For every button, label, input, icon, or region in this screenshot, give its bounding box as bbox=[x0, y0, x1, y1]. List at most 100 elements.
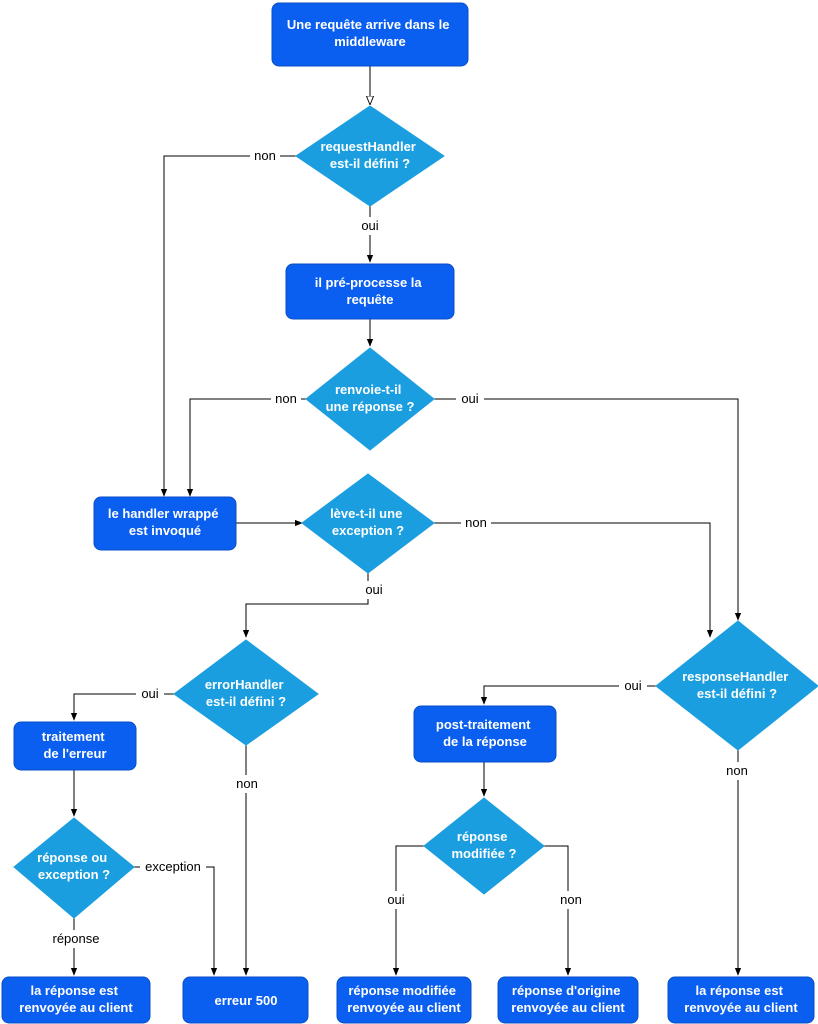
svg-text:Une requête arrive dans le: Une requête arrive dans le middleware bbox=[287, 17, 453, 49]
edge-label-text: non bbox=[254, 148, 276, 163]
svg-text:réponse modifiée renvo: réponse modifiée renvoyée au client bbox=[347, 983, 461, 1015]
node-line: la réponse est bbox=[695, 983, 783, 998]
edge-label-text: non bbox=[236, 776, 258, 791]
node-line: erreur 500 bbox=[215, 993, 278, 1008]
node-line: lève-t-il une bbox=[330, 506, 402, 521]
node-line: traitement bbox=[42, 729, 106, 744]
svg-text:réponse modifiée ?: réponse modifiée ? bbox=[451, 829, 516, 861]
node-line: réponse modifiée bbox=[348, 983, 456, 998]
edge-label-text: oui bbox=[365, 582, 382, 597]
node-line: requestHandler bbox=[321, 139, 416, 154]
edge-label-response-handler-no: non bbox=[722, 762, 752, 780]
edge-label-returns-response-yes: oui bbox=[456, 390, 484, 408]
edge-label-response-or-exception-exception: exception bbox=[140, 858, 206, 876]
node-line: une réponse ? bbox=[326, 399, 415, 414]
svg-text:le handler wrappé est: le handler wrappé est invoqué bbox=[108, 506, 222, 538]
edge-label-returns-response-no: non bbox=[271, 390, 301, 408]
node-line: de l'erreur bbox=[43, 746, 106, 761]
node-post-processing: post-traitement de la réponse bbox=[413, 705, 557, 763]
node-line: renvoyée au client bbox=[511, 1000, 625, 1015]
edge-label-text: oui bbox=[461, 391, 478, 406]
node-line: renvoyée au client bbox=[347, 1000, 461, 1015]
decision-raises-exception: lève-t-il une exception ? bbox=[301, 473, 435, 574]
decision-error-handler: errorHandler est-il défini ? bbox=[173, 639, 319, 746]
node-line: le handler wrappé bbox=[108, 506, 219, 521]
edge-label-text: non bbox=[726, 763, 748, 778]
edge-raises-exception-yes bbox=[242, 573, 369, 638]
svg-text:renvoie-t-il une répon: renvoie-t-il une réponse ? bbox=[326, 382, 415, 414]
edge-label-text: oui bbox=[624, 678, 641, 693]
decision-response-handler: responseHandler est-il défini ? bbox=[655, 620, 818, 751]
decision-response-or-exception: réponse ou exception ? bbox=[13, 817, 135, 919]
edge-label-response-modified-no: non bbox=[556, 891, 586, 909]
decision-request-handler: requestHandler est-il défini ? bbox=[295, 105, 445, 207]
node-error-processing: traitement de l'erreur bbox=[13, 721, 137, 771]
node-line: réponse d'origine bbox=[512, 983, 621, 998]
svg-text:il pré-processe la req: il pré-processe la requête bbox=[315, 275, 426, 307]
node-end-response-sent-2: la réponse est renvoyée au client bbox=[667, 976, 815, 1024]
node-line: renvoyée au client bbox=[19, 1000, 133, 1015]
node-line: est-il défini ? bbox=[206, 694, 286, 709]
node-line: la réponse est bbox=[30, 983, 118, 998]
node-wrapped-handler: le handler wrappé est invoqué bbox=[93, 496, 237, 551]
svg-text:réponse ou exception ?: réponse ou exception ? bbox=[37, 850, 111, 882]
node-line: réponse ou bbox=[37, 850, 107, 865]
edge-request-handler-no bbox=[160, 155, 296, 497]
node-line: est invoqué bbox=[129, 523, 201, 538]
node-line: réponse bbox=[457, 829, 508, 844]
node-end-error-500: erreur 500 bbox=[182, 976, 309, 1024]
edge-labels: non oui non oui non oui oui non bbox=[48, 147, 752, 948]
node-line: est-il défini ? bbox=[697, 686, 777, 701]
node-line: renvoyée au client bbox=[684, 1000, 798, 1015]
edge-label-text: oui bbox=[141, 686, 158, 701]
edge-returns-response-no bbox=[186, 398, 306, 497]
node-end-response-sent-1: la réponse est renvoyée au client bbox=[1, 976, 151, 1024]
node-start: Une requête arrive dans le middleware bbox=[271, 2, 469, 67]
edge-returns-response-yes bbox=[434, 398, 742, 621]
node-line: middleware bbox=[334, 34, 406, 49]
node-end-original-sent: réponse d'origine renvoyée au client bbox=[497, 976, 639, 1024]
node-line: post-traitement bbox=[436, 717, 531, 732]
node-line: de la réponse bbox=[443, 734, 527, 749]
decision-response-modified: réponse modifiée ? bbox=[423, 797, 545, 895]
edge-label-response-modified-yes: oui bbox=[382, 891, 410, 909]
edge-raises-exception-no bbox=[434, 522, 714, 638]
edge-label-text: oui bbox=[387, 892, 404, 907]
svg-text:erreur 500: erreur 500 bbox=[215, 993, 278, 1008]
edge-label-response-handler-yes: oui bbox=[619, 677, 647, 695]
svg-text:errorHandler est-il dé: errorHandler est-il défini ? bbox=[205, 677, 287, 709]
node-line: errorHandler bbox=[205, 677, 284, 692]
svg-text:réponse d'origine renv: réponse d'origine renvoyée au client bbox=[511, 983, 625, 1015]
edge-label-text: réponse bbox=[53, 931, 100, 946]
edge-label-error-handler-no: non bbox=[232, 775, 262, 793]
edge-label-raises-exception-yes: oui bbox=[360, 581, 388, 599]
node-preprocess: il pré-processe la requête bbox=[285, 263, 455, 320]
node-line: est-il défini ? bbox=[330, 156, 410, 171]
node-end-modified-sent: réponse modifiée renvoyée au client bbox=[336, 976, 472, 1024]
edge-label-request-handler-no: non bbox=[250, 147, 280, 165]
edge-label-text: non bbox=[560, 892, 582, 907]
svg-text:la réponse est renvoyé: la réponse est renvoyée au client bbox=[19, 983, 133, 1015]
edge-response-or-exception-exception bbox=[134, 866, 218, 976]
edge-label-raises-exception-no: non bbox=[461, 514, 491, 532]
svg-text:post-traitement de la: post-traitement de la réponse bbox=[436, 717, 534, 749]
edge-label-response-or-exception-response: réponse bbox=[48, 930, 104, 948]
node-line: responseHandler bbox=[682, 669, 788, 684]
svg-text:traitement de l'erreur: traitement de l'erreur bbox=[42, 729, 108, 761]
edge-label-request-handler-yes: oui bbox=[356, 217, 384, 235]
edge-label-text: non bbox=[465, 515, 487, 530]
decision-returns-response: renvoie-t-il une réponse ? bbox=[305, 347, 435, 451]
node-line: Une requête arrive dans le bbox=[287, 17, 450, 32]
edge-response-modified-yes bbox=[392, 845, 424, 976]
svg-text:la réponse est renvoyé: la réponse est renvoyée au client bbox=[684, 983, 798, 1015]
node-line: exception ? bbox=[38, 867, 110, 882]
node-line: exception ? bbox=[332, 523, 404, 538]
node-line: renvoie-t-il bbox=[335, 382, 401, 397]
node-line: requête bbox=[347, 292, 394, 307]
svg-text:lève-t-il une exceptio: lève-t-il une exception ? bbox=[330, 506, 406, 538]
edge-response-modified-no bbox=[544, 845, 572, 976]
edge-label-error-handler-yes: oui bbox=[136, 685, 164, 703]
edge-label-text: exception bbox=[145, 859, 201, 874]
